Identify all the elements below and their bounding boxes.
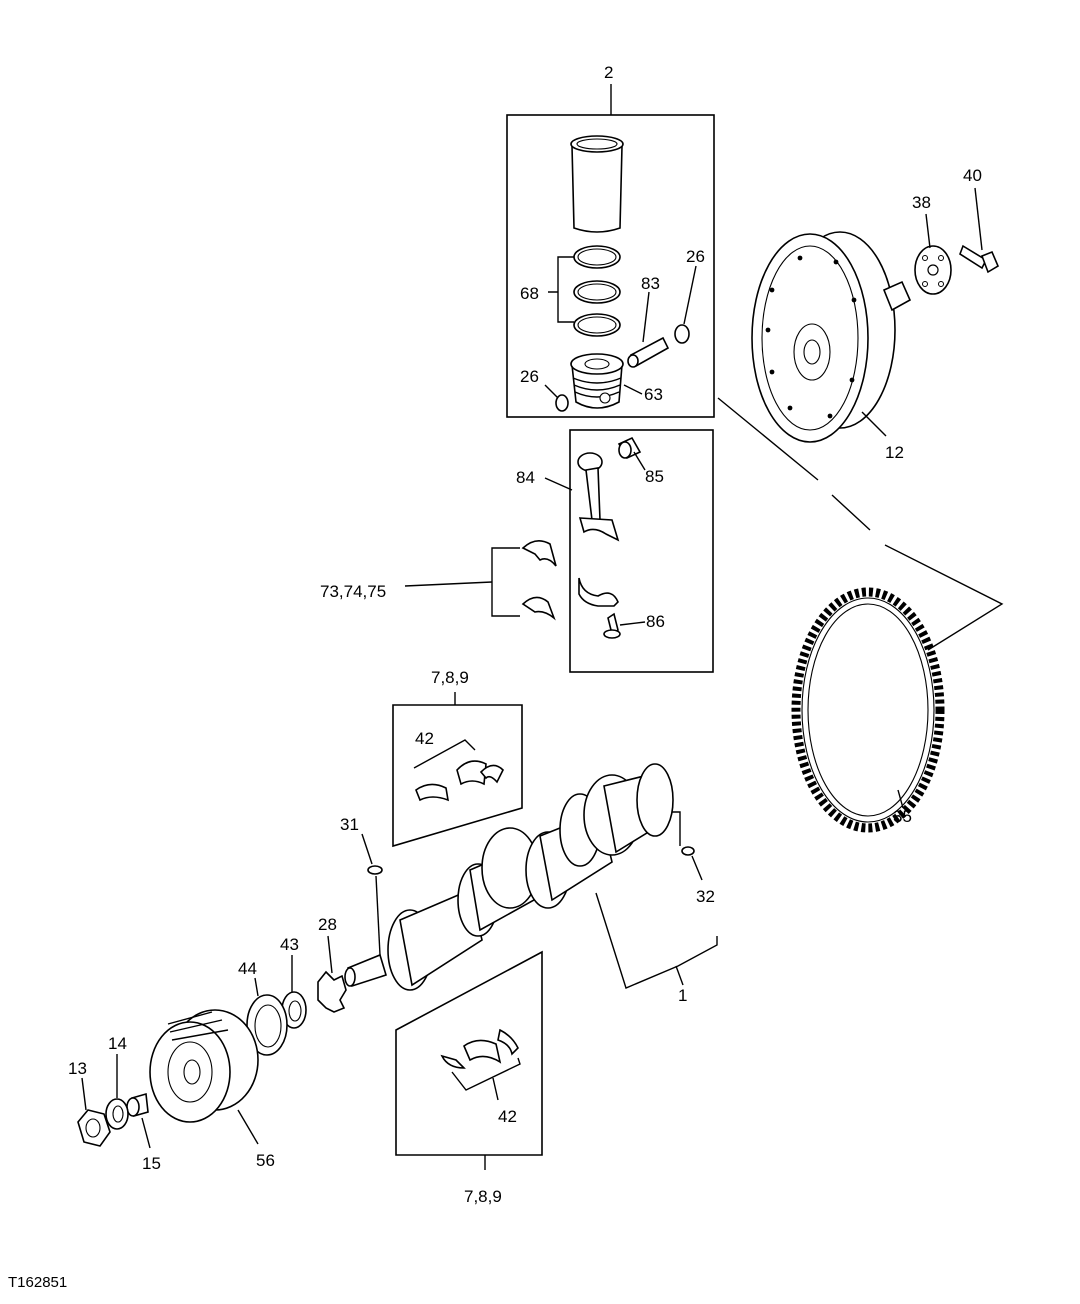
- callout-32: 32: [696, 887, 715, 906]
- callout-85: 85: [645, 467, 664, 486]
- callout-68: 68: [520, 284, 539, 303]
- piston-kit-group: 2 68 83 26: [506, 63, 715, 418]
- spacer-15: [126, 1092, 149, 1118]
- crank-gear: [317, 970, 347, 1013]
- crank-nut: [77, 1109, 111, 1147]
- callout-7-8-9-upper: 7,8,9: [431, 668, 469, 687]
- callout-42-upper: 42: [415, 729, 434, 748]
- rod-bearings: [404, 540, 557, 621]
- callout-84: 84: [516, 468, 535, 487]
- ring-gear: [791, 587, 945, 833]
- flywheel-plate: [914, 245, 952, 295]
- callout-13: 13: [68, 1059, 87, 1078]
- connecting-rod-group: 84 85 86: [516, 429, 714, 673]
- callout-86: 86: [646, 612, 665, 631]
- washer-14: [105, 1098, 129, 1130]
- callout-56: 56: [256, 1151, 275, 1170]
- callout-28: 28: [318, 915, 337, 934]
- callout-40: 40: [963, 166, 982, 185]
- callout-38: 38: [912, 193, 931, 212]
- upper-main-bearings: [415, 760, 504, 802]
- front-seal: [246, 994, 288, 1056]
- flywheel-ringgear-link: [717, 397, 1004, 651]
- callout-63: 63: [644, 385, 663, 404]
- piston-pin: [627, 336, 670, 368]
- rod-bushing: [617, 436, 642, 460]
- upper-main-bearing-group: 7,8,9 42: [392, 668, 523, 848]
- dowel-pin: [681, 846, 695, 856]
- flywheel: [751, 231, 912, 443]
- connecting-rod-frame: [569, 429, 714, 673]
- callout-42-lower: 42: [498, 1107, 517, 1126]
- callout-26-lower: 26: [520, 367, 539, 386]
- callout-44: 44: [238, 959, 257, 978]
- snap-ring-lower: [555, 394, 569, 412]
- callout-1: 1: [678, 986, 687, 1005]
- pin-31: [367, 865, 383, 875]
- callout-7-8-9-lower: 7,8,9: [464, 1187, 502, 1206]
- cylinder-liner: [570, 135, 624, 233]
- upper-main-bearing-frame: [392, 704, 523, 848]
- lower-main-bearings: [440, 1028, 519, 1069]
- figure-id: T162851: [8, 1274, 67, 1291]
- snap-ring-upper: [674, 324, 690, 344]
- lower-main-bearing-group: 7,8,9 42: [395, 950, 543, 1206]
- callout-73-74-75: 73,74,75: [320, 582, 386, 601]
- crankshaft: [344, 763, 674, 991]
- callout-43: 43: [280, 935, 299, 954]
- callout-15: 15: [142, 1154, 161, 1173]
- flywheel-bolt: [959, 244, 1000, 274]
- piston: [570, 353, 624, 409]
- callout-35: 35: [893, 807, 912, 826]
- callout-12: 12: [885, 443, 904, 462]
- piston-rings: [573, 245, 621, 337]
- callout-14: 14: [108, 1034, 127, 1053]
- connecting-rod: [577, 452, 620, 542]
- rod-bolt: [603, 612, 621, 639]
- lower-main-bearing-frame: [395, 950, 543, 1156]
- callout-31: 31: [340, 815, 359, 834]
- callout-83: 83: [641, 274, 660, 293]
- callout-26-upper: 26: [686, 247, 705, 266]
- vibration-damper: [149, 1009, 259, 1123]
- callout-2: 2: [604, 63, 613, 82]
- rod-cap: [578, 577, 619, 607]
